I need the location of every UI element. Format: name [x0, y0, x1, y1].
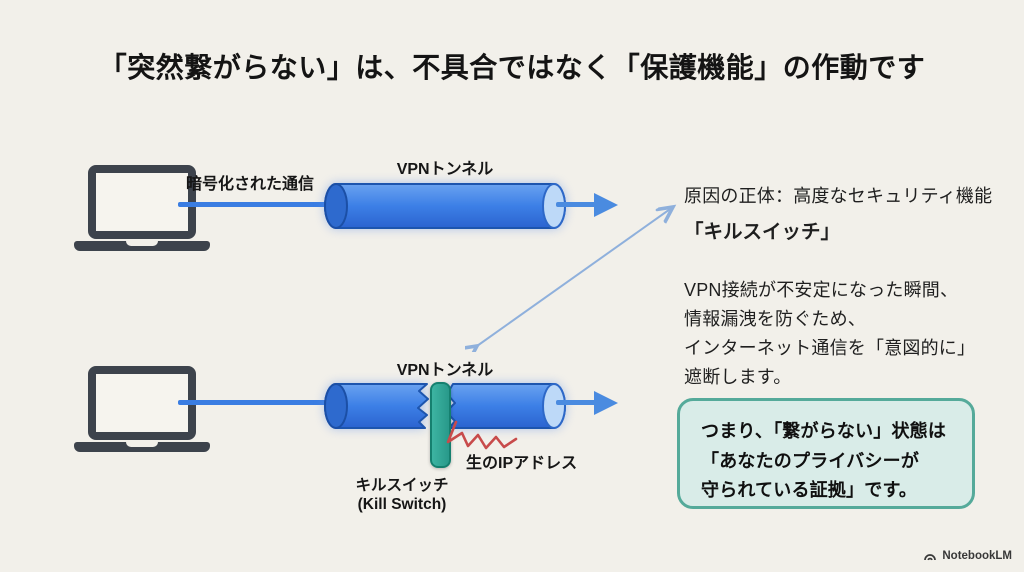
vpn-tunnel-bottom-broken: [324, 383, 566, 429]
encrypted-traffic-label: 暗号化された通信: [186, 176, 315, 193]
explanation-body-line: 情報漏洩を防ぐため、: [684, 309, 866, 329]
bottom-traffic-line: [178, 400, 330, 405]
vpn-tunnel-bottom-label: VPNトンネル: [396, 362, 494, 379]
conclusion-box: つまり、「繋がらない」状態は 「あなたのプライバシーが 守られている証拠」です。: [677, 398, 975, 509]
conclusion-line: つまり、「繋がらない」状態は: [701, 421, 947, 441]
watermark: NotebookLM: [923, 550, 1012, 562]
kill-switch-label-en: (Kill Switch): [357, 496, 447, 513]
explanation-cause-term: 「キルスイッチ」: [684, 221, 841, 243]
conclusion-line: 「あなたのプライバシーが: [701, 450, 920, 471]
explanation-body-line: VPN接続が不安定になった瞬間、: [684, 280, 959, 300]
laptop-bottom-icon: [74, 366, 210, 452]
explanation-body: VPN接続が不安定になった瞬間、 情報漏洩を防ぐため、 インターネット通信を「意…: [684, 276, 1020, 392]
page-title: 「突然繋がらない」は、不具合ではなく「保護機能」の作動です: [98, 52, 926, 83]
kill-switch-bar: [430, 382, 451, 468]
laptop-base: [74, 241, 210, 251]
notebooklm-logo-icon: [924, 554, 937, 561]
explanation-body-line: 遮断します。: [684, 367, 792, 387]
kill-switch-label-jp: キルスイッチ: [355, 477, 449, 494]
double-headed-arrow-icon: [465, 200, 680, 352]
explanation-body-line: インターネット通信を「意図的に」: [684, 338, 976, 358]
watermark-brand: NotebookLM: [942, 550, 1012, 562]
flow-arrow-bottom-line: [556, 400, 596, 405]
explanation-block: 原因の正体：高度なセキュリティ機能 「キルスイッチ」 VPN接続が不安定になった…: [684, 182, 1020, 392]
leak-zigzag-icon: [446, 420, 518, 450]
encrypted-traffic-line: [178, 202, 330, 207]
flow-arrow-bottom-icon: [594, 391, 618, 415]
kill-switch-label: キルスイッチ (Kill Switch): [302, 476, 502, 514]
conclusion-line: 守られている証拠」です。: [701, 480, 918, 500]
laptop-base: [74, 442, 210, 452]
flow-arrow-top-line: [556, 202, 596, 207]
raw-ip-label: 生のIPアドレス: [466, 455, 578, 472]
explanation-cause-line: 原因の正体：高度なセキュリティ機能: [684, 186, 993, 206]
vpn-tunnel-top-label: VPNトンネル: [396, 161, 494, 178]
